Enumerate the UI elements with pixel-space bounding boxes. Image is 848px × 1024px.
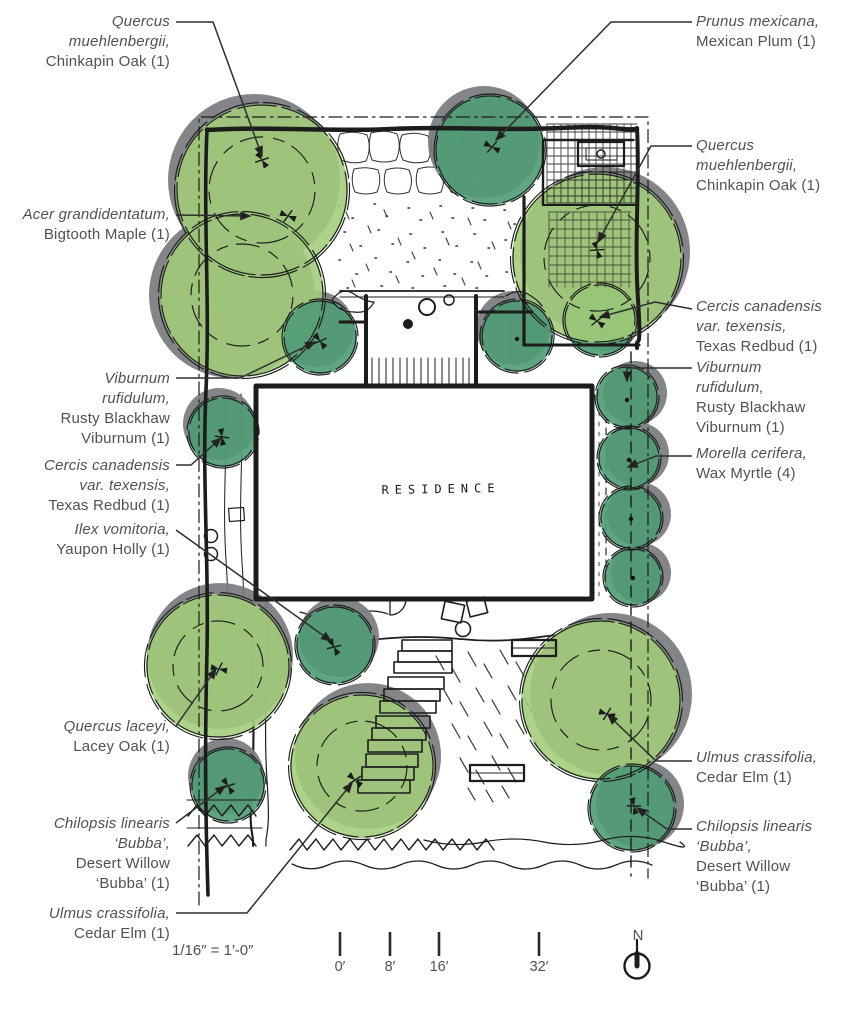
common-name: Wax Myrtle (4)	[696, 465, 796, 482]
latin-name: ‘Bubba’,	[114, 835, 170, 852]
latin-name: Viburnum	[104, 370, 170, 387]
plant-label-desert-willow-east: Chilopsis linearis ‘Bubba’, Desert Willo…	[696, 817, 812, 897]
latin-name: Viburnum	[696, 359, 762, 376]
common-name: Rusty Blackhaw	[60, 410, 170, 427]
latin-name: Quercus laceyi,	[63, 718, 170, 735]
plant-label-yaupon-holly: Ilex vomitoria, Yaupon Holly (1)	[56, 520, 170, 560]
north-arrow	[623, 938, 651, 980]
common-name: Chinkapin Oak (1)	[696, 177, 821, 194]
plant-label-viburnum-east: Viburnum rufidulum, Rusty Blackhaw Vibur…	[696, 358, 806, 438]
latin-name: Acer grandidentatum,	[22, 206, 170, 223]
plant-label-desert-willow-west: Chilopsis linearis ‘Bubba’, Desert Willo…	[54, 814, 170, 894]
common-name: Bigtooth Maple (1)	[43, 226, 170, 243]
latin-name: var. texensis,	[696, 318, 787, 335]
common-name: Viburnum (1)	[696, 419, 785, 436]
label-leader-lines	[175, 21, 693, 914]
latin-name: Quercus	[696, 137, 755, 154]
latin-name: Prunus mexicana,	[696, 13, 820, 30]
latin-name: Ilex vomitoria,	[74, 521, 170, 538]
scale-tick-label-0: 0′	[334, 959, 346, 975]
scale-tick-label-16: 16′	[429, 959, 449, 975]
common-name: Texas Redbud (1)	[696, 338, 818, 355]
common-name: Lacey Oak (1)	[73, 738, 170, 755]
common-name: ‘Bubba’ (1)	[696, 878, 771, 895]
plant-label-chinkapin-oak-nw: Quercus muehlenbergii, Chinkapin Oak (1)	[46, 12, 170, 72]
plant-label-texas-redbud-east: Cercis canadensis var. texensis, Texas R…	[696, 297, 822, 357]
latin-name: rufidulum,	[696, 379, 764, 396]
residence-outline	[253, 383, 595, 602]
latin-name: Cercis canadensis	[44, 457, 170, 474]
scale-tick-label-8: 8′	[384, 959, 396, 975]
latin-name: Cercis canadensis	[696, 298, 822, 315]
residence-room-label: RESIDENCE	[381, 480, 501, 498]
latin-name: ‘Bubba’,	[696, 838, 752, 855]
latin-name: rufidulum,	[102, 390, 170, 407]
common-name: Desert Willow	[75, 855, 170, 872]
latin-name: Chilopsis linearis	[696, 818, 813, 835]
plant-label-lacey-oak: Quercus laceyi, Lacey Oak (1)	[64, 717, 170, 757]
common-name: Texas Redbud (1)	[48, 497, 170, 514]
scale-bar-ticks	[338, 932, 541, 956]
plant-label-cedar-elm-south: Ulmus crassifolia, Cedar Elm (1)	[49, 904, 170, 944]
latin-name: Ulmus crassifolia,	[696, 749, 818, 766]
plant-label-bigtooth-maple: Acer grandidentatum, Bigtooth Maple (1)	[23, 205, 170, 245]
plant-label-texas-redbud-west: Cercis canadensis var. texensis, Texas R…	[44, 456, 170, 516]
plant-label-cedar-elm-east: Ulmus crassifolia, Cedar Elm (1)	[696, 748, 817, 788]
common-name: Chinkapin Oak (1)	[45, 53, 170, 70]
latin-name: Ulmus crassifolia,	[48, 905, 170, 922]
scale-tick-label-32: 32′	[529, 959, 549, 975]
common-name: ‘Bubba’ (1)	[95, 875, 170, 892]
scale-text: 1/16″ = 1′-0″	[172, 942, 254, 959]
plant-label-wax-myrtle: Morella cerifera, Wax Myrtle (4)	[696, 444, 807, 484]
common-name: Yaupon Holly (1)	[56, 541, 170, 558]
latin-name: Quercus	[111, 13, 170, 30]
latin-name: Morella cerifera,	[696, 445, 807, 462]
latin-name: Chilopsis linearis	[53, 815, 170, 832]
common-name: Cedar Elm (1)	[696, 769, 792, 786]
latin-name: muehlenbergii,	[68, 33, 170, 50]
north-label: N	[632, 927, 644, 944]
plant-label-mexican-plum: Prunus mexicana, Mexican Plum (1)	[696, 12, 819, 52]
common-name: Desert Willow	[696, 858, 791, 875]
common-name: Rusty Blackhaw	[696, 399, 806, 416]
canopy-sketch-outlines	[143, 93, 685, 853]
common-name: Cedar Elm (1)	[74, 925, 170, 942]
plant-label-chinkapin-oak-ne: Quercus muehlenbergii, Chinkapin Oak (1)	[696, 136, 820, 196]
plant-label-viburnum-west: Viburnum rufidulum, Rusty Blackhaw Vibur…	[60, 369, 170, 449]
common-name: Mexican Plum (1)	[696, 33, 816, 50]
latin-name: var. texensis,	[79, 477, 170, 494]
latin-name: muehlenbergii,	[696, 157, 798, 174]
common-name: Viburnum (1)	[81, 430, 170, 447]
